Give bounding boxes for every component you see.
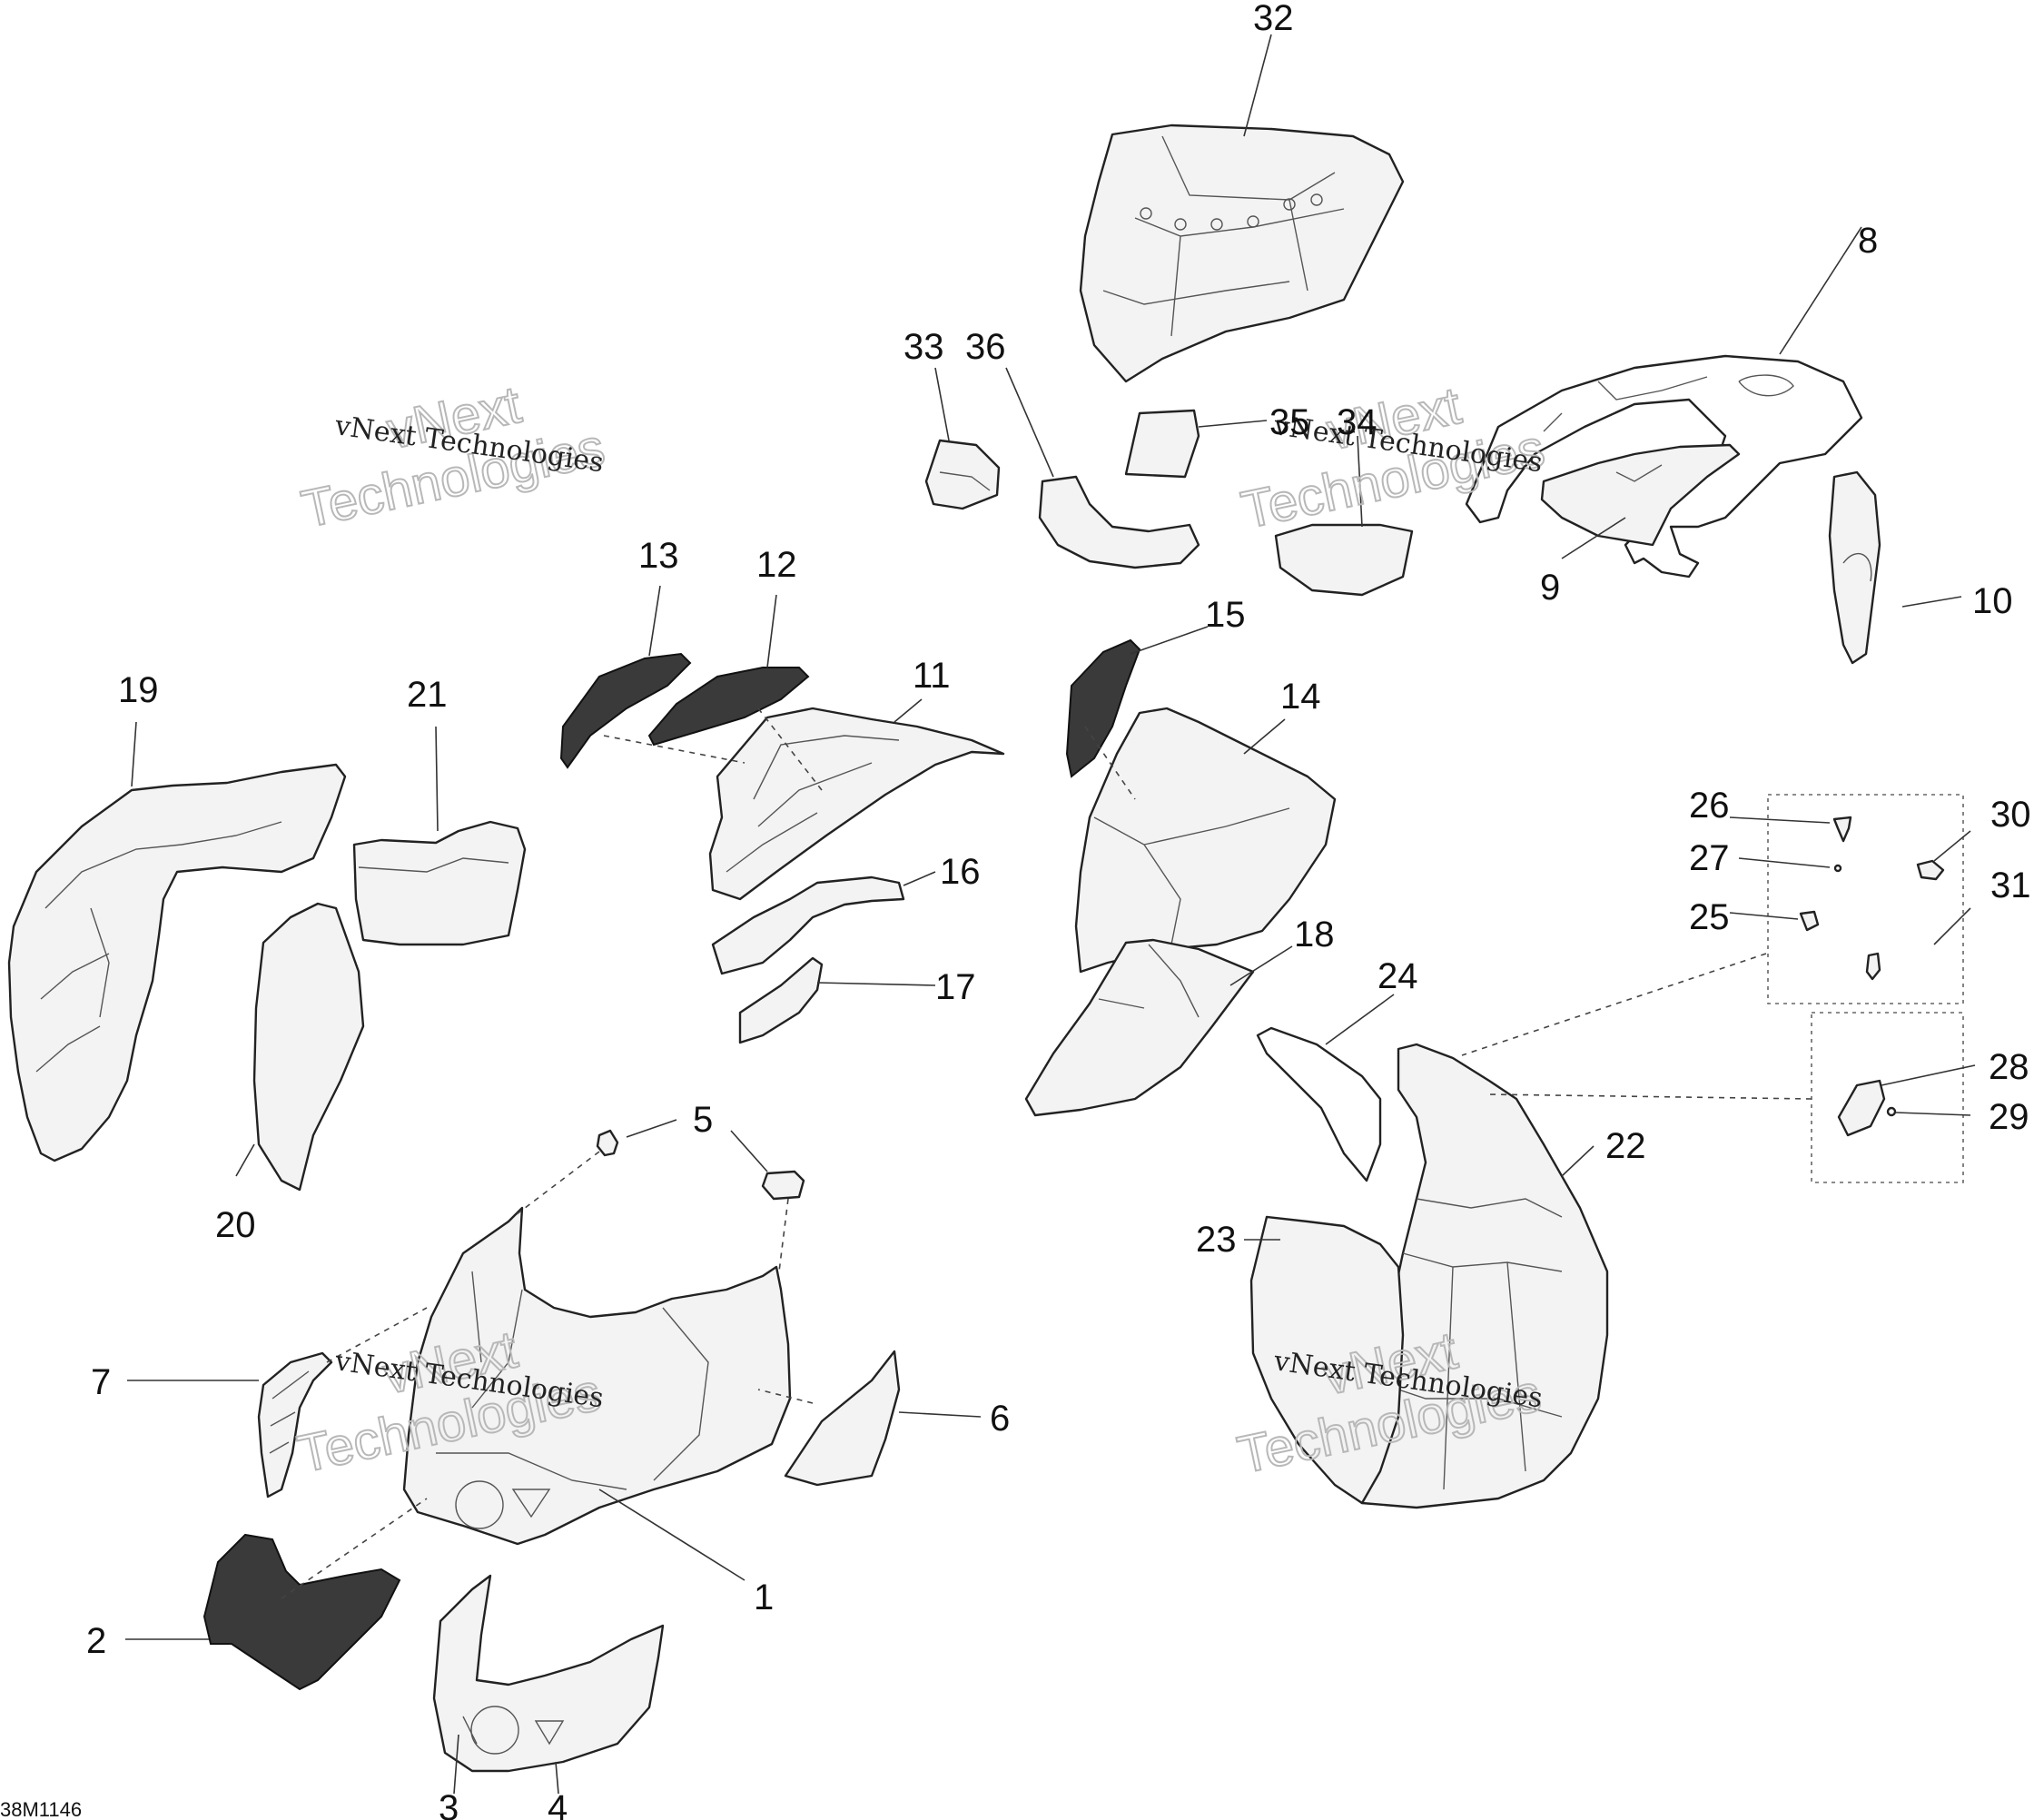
callout-36: 36	[965, 327, 1006, 367]
callout-7: 7	[91, 1362, 111, 1402]
callout-26: 26	[1689, 786, 1730, 826]
callout-16: 16	[940, 852, 981, 892]
part-33-bracket	[924, 439, 1001, 510]
callout-labels: 1 2 3 4 5 6 7 8 9 10 11 12 13 14 15 16 1…	[86, 0, 2031, 1820]
callout-27: 27	[1689, 838, 1730, 878]
part-10-side-panel	[1828, 470, 1881, 665]
part-35-pad	[1124, 409, 1200, 479]
callout-20: 20	[215, 1205, 256, 1245]
part-28-29-bracket	[1837, 1079, 1897, 1137]
part-1-front-hood	[402, 1206, 792, 1546]
document-id: 38M1146	[0, 1798, 82, 1820]
callout-31: 31	[1990, 865, 2031, 905]
assembly-dashed-lines	[281, 707, 1812, 1599]
part-16-pad	[711, 875, 905, 975]
part-6-grille-trim	[784, 1350, 901, 1487]
part-9-inner-panel	[1540, 443, 1741, 547]
part-34-pad	[1274, 523, 1414, 597]
part-11-front-bracket	[708, 707, 1005, 901]
part-22-right-front-shroud	[1256, 1026, 1609, 1509]
part-36-curved-pad	[1038, 475, 1200, 569]
part-32-upper-hood	[1079, 124, 1405, 383]
callout-34: 34	[1337, 402, 1377, 442]
callout-15: 15	[1205, 595, 1246, 635]
callout-13: 13	[638, 536, 679, 576]
callout-22: 22	[1605, 1126, 1646, 1166]
bracket-group-box	[1811, 1012, 1964, 1183]
fastener-group-box	[1767, 794, 1964, 1004]
part-21-block-pad	[352, 820, 527, 946]
callout-3: 3	[439, 1788, 459, 1820]
callout-6: 6	[990, 1399, 1010, 1439]
part-8-rear-support	[1465, 354, 1863, 579]
part-2-front-grille	[202, 1533, 401, 1691]
callout-4: 4	[548, 1788, 568, 1820]
callout-11: 11	[913, 656, 951, 696]
callout-12: 12	[756, 545, 797, 585]
callout-8: 8	[1858, 221, 1878, 261]
callout-28: 28	[1989, 1047, 2029, 1087]
callout-33: 33	[903, 327, 944, 367]
callout-14: 14	[1280, 677, 1321, 717]
part-12-mesh	[647, 667, 810, 747]
part-17-pad	[738, 956, 824, 1044]
callout-23: 23	[1196, 1220, 1237, 1260]
callout-9: 9	[1540, 568, 1560, 608]
callout-10: 10	[1972, 581, 2013, 621]
callout-25: 25	[1689, 897, 1730, 937]
callout-2: 2	[86, 1621, 106, 1661]
callout-21: 21	[407, 675, 448, 715]
callout-17: 17	[935, 967, 976, 1007]
callout-29: 29	[1989, 1097, 2029, 1137]
part-20-side-trim	[252, 902, 365, 1192]
part-fastener-group-top	[1799, 816, 1945, 981]
leader-lines	[125, 34, 1976, 1795]
callout-18: 18	[1294, 915, 1335, 955]
part-13-mesh	[559, 652, 692, 769]
callout-32: 32	[1253, 0, 1294, 38]
callout-1: 1	[754, 1578, 774, 1617]
callout-35: 35	[1269, 402, 1310, 442]
part-18-lower-shroud	[1024, 938, 1255, 1117]
part-3-4-lower-bumper	[432, 1574, 665, 1773]
callout-24: 24	[1377, 956, 1418, 996]
part-7-side-vent	[257, 1351, 333, 1499]
part-14-side-shroud	[1074, 707, 1337, 974]
callout-5: 5	[693, 1100, 713, 1140]
part-19-left-side-panel	[7, 763, 347, 1162]
part-15-mesh	[1065, 638, 1141, 778]
part-23-panel	[1249, 1215, 1405, 1505]
part-5-fasteners	[596, 1129, 805, 1201]
callout-19: 19	[118, 670, 159, 710]
callout-30: 30	[1990, 795, 2031, 835]
